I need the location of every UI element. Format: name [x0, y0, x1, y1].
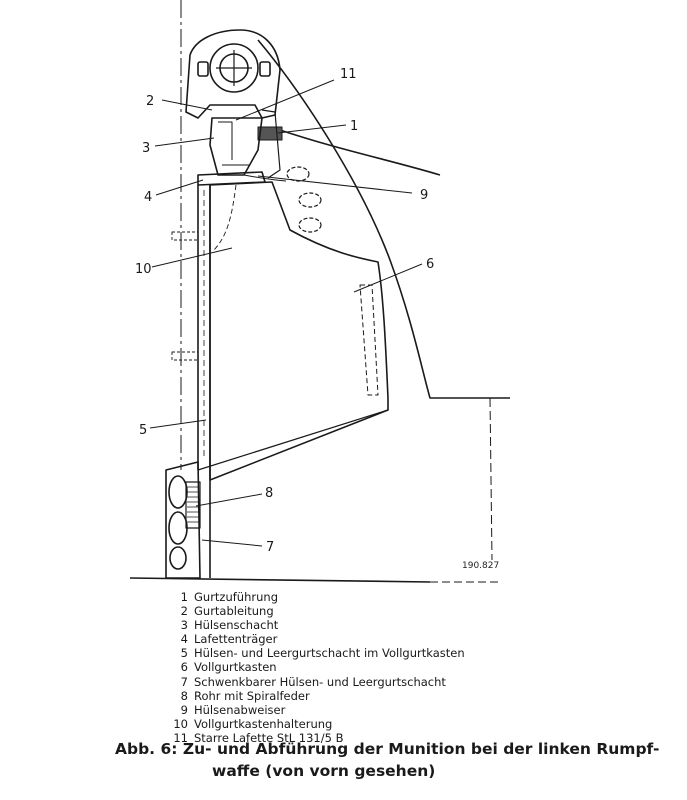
legend-text: Rohr mit Spiralfeder — [194, 688, 310, 703]
mount-hole — [298, 217, 322, 233]
legend-text: Starre Lafette StL 131/5 B — [194, 730, 344, 745]
legend-text: Hülsenschacht — [194, 618, 279, 633]
legend-number: 11 — [173, 730, 188, 745]
callout-8: 8 — [265, 486, 273, 501]
legend-text: Lafettenträger — [194, 632, 278, 647]
leader-line-11 — [235, 79, 335, 121]
leader-line-9 — [257, 175, 413, 194]
caption-line-1: Abb. 6: Zu- und Abführung der Munition b… — [115, 740, 660, 758]
legend-text: Vollgurtkasten — [194, 660, 277, 675]
leader-line-10 — [151, 247, 233, 268]
callout-7: 7 — [266, 540, 274, 555]
legend-item: 2 Gurtableitung — [170, 604, 590, 618]
leader-line-2 — [161, 99, 213, 111]
callout-3: 3 — [142, 141, 150, 156]
legend-item: 7 Schwenkbarer Hülsen- und Leergurtschach… — [170, 675, 590, 689]
callout-6: 6 — [426, 257, 434, 272]
fuselage-contour — [257, 39, 510, 399]
legend-number: 10 — [173, 716, 188, 731]
fuselage-side-line — [489, 397, 493, 561]
belt-feed — [261, 109, 281, 179]
callout-4: 4 — [144, 190, 152, 205]
drawing-code: 190.827 — [462, 561, 499, 571]
gun-mount — [185, 29, 283, 141]
chute-column — [171, 184, 237, 470]
leader-line-5 — [149, 419, 207, 429]
cartridge-deflector — [243, 174, 287, 182]
leader-line-6 — [353, 263, 423, 293]
legend-text: Hülsen- und Leergurtschacht im Vollgurtk… — [194, 646, 465, 661]
ammo-box — [209, 181, 389, 481]
mount-hole — [286, 166, 310, 182]
legend-item: 4 Lafettenträger — [170, 632, 590, 646]
leader-line-3 — [154, 137, 215, 147]
callout-11: 11 — [340, 67, 357, 82]
legend-text: Schwenkbarer Hülsen- und Leergurtschacht — [194, 674, 446, 689]
legend-number: 9 — [180, 702, 188, 717]
legend-number: 7 — [180, 674, 188, 689]
legend-number: 3 — [180, 618, 188, 633]
floor-line — [129, 577, 431, 583]
legend-number: 6 — [180, 660, 188, 675]
legend-item: 8 Rohr mit Spiralfeder — [170, 689, 590, 703]
legend: 1 Gurtzuführung 2 Gurtableitung 3 Hülsenschac… — [170, 590, 590, 745]
pivoting-chute — [165, 461, 211, 579]
ammo-box-inner-line — [359, 284, 379, 396]
legend-text: Gurtableitung — [194, 604, 274, 619]
caption-line-2: waffe (von vorn gesehen) — [212, 762, 436, 780]
legend-number: 1 — [180, 590, 188, 604]
callout-5: 5 — [139, 423, 147, 438]
technical-drawing: 11 2 1 3 4 9 6 10 5 8 7 190.827 — [129, 0, 510, 583]
legend-item: 1 Gurtzuführung — [170, 590, 590, 604]
legend-item: 6 Vollgurtkasten — [170, 660, 590, 674]
legend-item: 11 Starre Lafette StL 131/5 B — [170, 731, 590, 745]
legend-item: 10 Vollgurtkastenhalterung — [170, 717, 590, 731]
wing-root-line — [279, 129, 441, 176]
legend-number: 8 — [180, 688, 188, 703]
legend-number: 2 — [180, 604, 188, 619]
callout-9: 9 — [420, 188, 428, 203]
legend-text: Vollgurtkastenhalterung — [194, 716, 333, 731]
legend-item: 3 Hülsenschacht — [170, 618, 590, 632]
leader-line-1 — [277, 124, 347, 134]
legend-number: 4 — [180, 632, 188, 647]
legend-item: 5 Hülsen- und Leergurtschacht im Vollgurt… — [170, 646, 590, 660]
callout-2: 2 — [146, 94, 154, 109]
leader-line-8 — [195, 493, 263, 507]
legend-text: Hülsenabweiser — [194, 702, 286, 717]
callout-1: 1 — [350, 119, 358, 134]
leader-line-4 — [155, 179, 204, 196]
legend-text: Gurtzuführung — [194, 590, 278, 604]
legend-item: 9 Hülsenabweiser — [170, 703, 590, 717]
base-line — [197, 409, 389, 471]
legend-number: 5 — [180, 646, 188, 661]
mount-hole — [298, 192, 322, 208]
cartridge-chute — [209, 117, 263, 176]
callout-10: 10 — [135, 262, 152, 277]
leader-line-7 — [201, 539, 263, 547]
